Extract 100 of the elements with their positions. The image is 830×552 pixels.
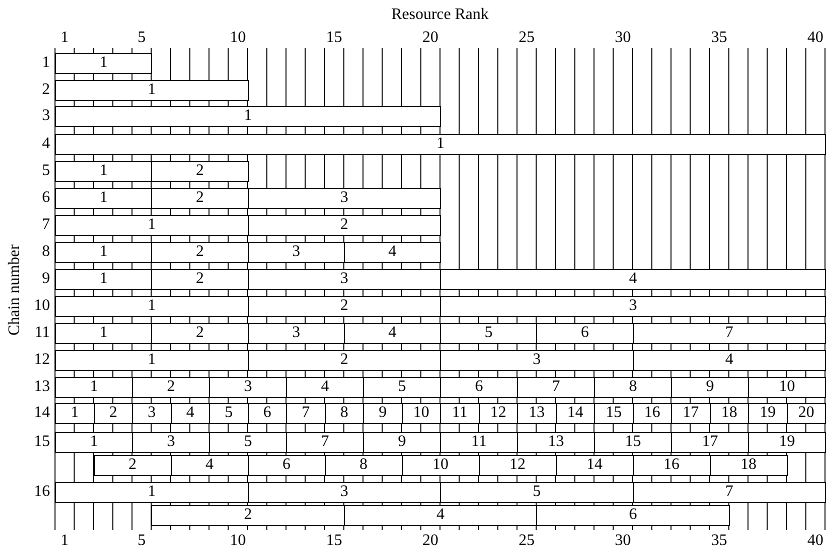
- segment-box: 2: [248, 296, 441, 317]
- segment-box: 3: [209, 377, 287, 398]
- segment-box: 3: [248, 482, 441, 503]
- row-number: 6: [42, 189, 50, 207]
- segment-box: 16: [632, 403, 672, 424]
- segment-box: 5: [209, 432, 287, 453]
- tick-label: 1: [60, 29, 69, 47]
- segment-box: 2: [94, 455, 172, 476]
- segment-box: 3: [248, 188, 441, 209]
- row-number: 7: [42, 216, 50, 234]
- segment-box: 18: [710, 403, 749, 424]
- segment-box: 17: [671, 432, 749, 453]
- segment-box: 11: [440, 432, 518, 453]
- tick-label: 5: [138, 29, 146, 47]
- segment-box: 7: [286, 403, 326, 424]
- segment-box: 2: [151, 188, 248, 209]
- segment-box: 9: [671, 377, 749, 398]
- segment-box: 7: [517, 377, 595, 398]
- segment-box: 3: [132, 403, 172, 424]
- segment-box: 1: [55, 53, 152, 74]
- segment-box: 4: [170, 403, 210, 424]
- segment-box: 5: [209, 403, 248, 424]
- tick-label: 25: [518, 29, 535, 47]
- segment-box: 15: [594, 403, 634, 424]
- segment-box: 4: [344, 242, 441, 263]
- segment-box: 10: [748, 377, 826, 398]
- segment-box: 11: [440, 403, 480, 424]
- segment-box: 7: [632, 323, 826, 344]
- axis-title: Chain number: [6, 244, 24, 336]
- tick-label: 30: [614, 532, 631, 550]
- segment-box: 6: [536, 505, 730, 526]
- segment-box: 17: [671, 403, 710, 424]
- row-number: 2: [42, 81, 50, 99]
- segment-box: 10: [402, 455, 480, 476]
- segment-box: 13: [517, 403, 556, 424]
- segment-box: 8: [324, 403, 364, 424]
- segment-box: 9: [363, 403, 402, 424]
- tick-label: 20: [422, 29, 438, 47]
- tick-label: 35: [711, 29, 728, 47]
- segment-box: 4: [632, 350, 826, 371]
- segment-box: 6: [248, 403, 287, 424]
- tick-label: 40: [807, 532, 824, 550]
- segment-box: 5: [440, 323, 538, 344]
- segment-box: 19: [748, 403, 788, 424]
- tick-label: 15: [326, 29, 342, 47]
- segment-box: 3: [132, 432, 210, 453]
- segment-box: 12: [478, 455, 556, 476]
- segment-box: 6: [248, 455, 326, 476]
- segment-box: 16: [632, 455, 710, 476]
- segment-box: 3: [248, 242, 345, 263]
- row-number: 10: [34, 297, 50, 315]
- row-number: 1: [42, 54, 50, 72]
- tick-label: 25: [518, 532, 535, 550]
- segment-box: 19: [748, 432, 826, 453]
- segment-box: 2: [151, 161, 248, 182]
- row-number: 14: [34, 404, 50, 422]
- row-number: 11: [34, 324, 50, 342]
- axis-title: Resource Rank: [391, 6, 489, 24]
- segment-box: 7: [286, 432, 364, 453]
- segment-box: 2: [132, 377, 210, 398]
- segment-box: 8: [594, 377, 672, 398]
- segment-box: 2: [151, 242, 248, 263]
- segment-box: 12: [478, 403, 518, 424]
- segment-box: 5: [440, 482, 634, 503]
- segment-box: 3: [248, 269, 441, 290]
- segment-box: 2: [248, 350, 441, 371]
- segment-box: 14: [556, 455, 634, 476]
- segment-box: 3: [440, 296, 826, 317]
- segment-box: 1: [55, 215, 248, 236]
- segment-box: 1: [55, 269, 152, 290]
- segment-box: 2: [248, 215, 441, 236]
- segment-box: 1: [55, 432, 133, 453]
- tick-label: 10: [230, 532, 246, 550]
- tick-label: 35: [711, 532, 728, 550]
- segment-box: 1: [55, 403, 94, 424]
- segment-box: 4: [170, 455, 248, 476]
- segment-box: 4: [344, 505, 538, 526]
- segment-box: 1: [55, 188, 152, 209]
- segment-box: 10: [402, 403, 441, 424]
- segment-box: 1: [55, 134, 826, 155]
- row-number: 9: [42, 270, 50, 288]
- row-number: 3: [42, 107, 50, 125]
- segment-box: 8: [324, 455, 402, 476]
- segment-box: 1: [55, 482, 248, 503]
- row-number: 13: [34, 378, 50, 396]
- segment-box: 7: [632, 482, 826, 503]
- segment-box: 1: [55, 377, 133, 398]
- tick-label: 5: [138, 532, 146, 550]
- tick-label: 40: [807, 29, 824, 47]
- row-number: 16: [34, 483, 50, 501]
- segment-box: 1: [55, 350, 248, 371]
- row-number: 12: [34, 351, 50, 369]
- segment-box: 1: [55, 106, 441, 127]
- segment-box: 1: [55, 296, 248, 317]
- row-number: 8: [42, 243, 50, 261]
- tick-label: 10: [230, 29, 246, 47]
- tick-label: 15: [326, 532, 342, 550]
- segment-box: 13: [517, 432, 595, 453]
- segment-box: 20: [786, 403, 826, 424]
- tick-label: 20: [422, 532, 438, 550]
